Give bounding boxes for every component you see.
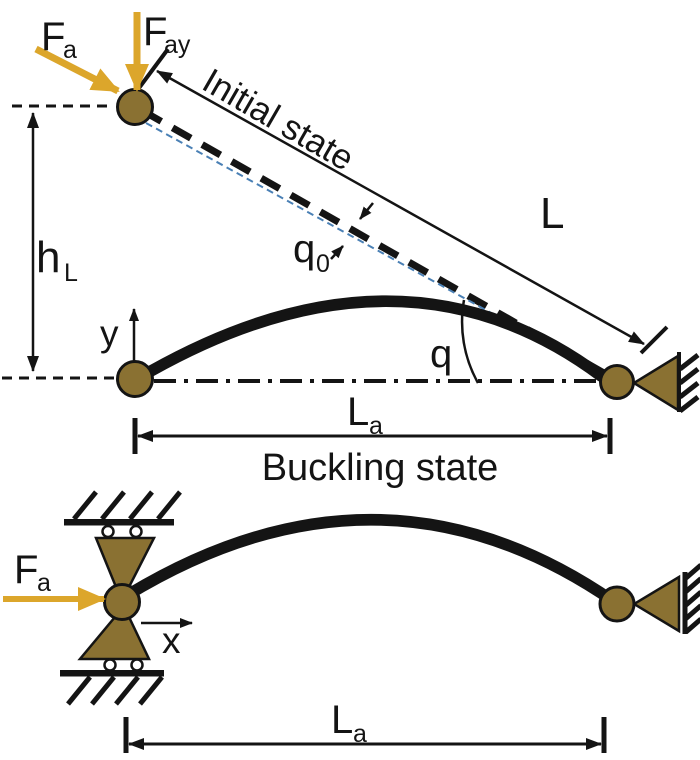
initial-angle-label-subscript: 0 <box>316 250 330 278</box>
pin-joint-top-right <box>599 364 635 400</box>
hatch-icon <box>72 490 98 521</box>
deflection-angle-label: q <box>430 332 452 376</box>
hatch-icon <box>684 563 700 580</box>
span-label-top: L <box>347 390 369 434</box>
slider-ground-bar-upper <box>64 519 174 526</box>
initial-state-label: Initial state <box>196 61 360 178</box>
hatch-icon <box>678 381 700 399</box>
pin-joint-bottom-left <box>103 583 141 621</box>
force-fa-label-top-subscript: a <box>63 36 77 64</box>
hatch-icon <box>684 603 700 621</box>
pin-joint-top-left <box>116 360 154 398</box>
initial-angle-arrow-upper <box>359 202 374 220</box>
hatch-icon <box>128 490 154 521</box>
force-fay-label-subscript: ay <box>164 31 191 59</box>
height-label-subscript: L <box>64 259 78 287</box>
span-label-bottom-subscript: a <box>353 720 367 748</box>
buckled-beam-top <box>145 295 607 382</box>
y-axis-label: y <box>100 313 119 354</box>
initial-angle-arrow-lower <box>330 245 344 260</box>
buckling-state-caption: Buckling state <box>262 447 499 489</box>
pin-support-triangle-top-right <box>631 353 680 413</box>
hatch-icon <box>678 367 700 385</box>
initial-angle-label: q <box>293 227 315 271</box>
span-label-top-subscript: a <box>369 412 383 440</box>
roller-icon <box>130 658 144 672</box>
force-fa-label-top: F <box>41 15 65 59</box>
hatch-icon <box>100 490 126 521</box>
hatch-icon <box>156 490 182 521</box>
hatch-icon <box>114 675 140 706</box>
hatch-icon <box>138 675 164 706</box>
hatch-icon <box>66 675 92 706</box>
roller-icon <box>101 524 115 539</box>
slider-ground-bar-lower <box>60 670 164 677</box>
force-fay-label: F <box>143 10 167 54</box>
pin-support-triangle-bottom-right <box>631 574 681 634</box>
pin-joint-apex <box>116 88 154 126</box>
span-label-bottom: L <box>331 698 353 742</box>
hatch-icon <box>684 617 700 634</box>
force-fa-arrow-top <box>34 45 120 95</box>
buckled-beam-bottom <box>120 514 619 607</box>
hatch-icon <box>684 590 700 607</box>
pin-joint-bottom-right <box>598 585 636 623</box>
length-dimension-line <box>156 69 645 346</box>
length-label: L <box>540 189 564 238</box>
roller-icon <box>129 524 143 539</box>
x-axis-label: x <box>162 620 181 661</box>
slider-wedge-lower <box>77 615 151 661</box>
force-fa-label-bottom-subscript: a <box>37 569 51 597</box>
hatch-icon <box>684 576 700 594</box>
hatch-icon <box>90 675 116 706</box>
roller-icon <box>103 658 117 672</box>
force-fa-label-bottom: F <box>14 548 38 592</box>
height-label: h <box>36 233 60 282</box>
hatch-icon <box>678 353 700 371</box>
length-dimension-tick-right <box>639 325 669 355</box>
hatch-icon <box>678 395 700 413</box>
